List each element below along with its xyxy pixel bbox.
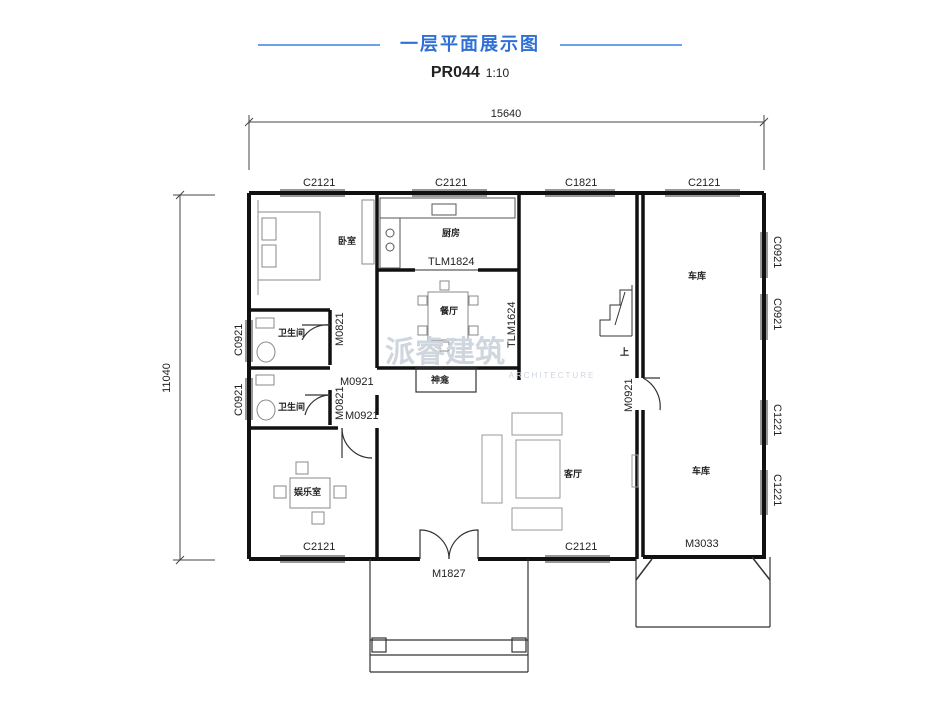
room-label-garage-1: 车库 [688, 270, 706, 282]
plan-scale: 1:10 [485, 66, 510, 80]
stairs [599, 285, 633, 337]
garage-apron [635, 556, 771, 628]
dimension-width-label: 15640 [491, 108, 522, 120]
plan-code: PR044 [430, 64, 480, 81]
dining-table [417, 280, 479, 352]
window-label-right-1: C0921 [771, 236, 783, 268]
door-label-m0921-a: M0921 [340, 376, 374, 388]
door-label-m0821-b: M0821 [334, 386, 346, 420]
window-label-top-2: C2121 [435, 177, 467, 189]
bedroom-bed [257, 199, 375, 295]
window-label-right-2: C0921 [771, 298, 783, 330]
room-label-shrine: 神龛 [431, 374, 450, 386]
room-label-garage-2: 车库 [692, 465, 710, 477]
living-sofa-set [481, 412, 639, 531]
room-label-entertainment: 娱乐室 [294, 486, 321, 498]
stairs-up-label: 上 [620, 346, 629, 358]
door-label-tlm1624: TLM1624 [506, 302, 518, 348]
door-swings [301, 269, 661, 560]
window-label-right-4: C1221 [771, 474, 783, 506]
window-label-bottom-1: C2121 [303, 541, 335, 553]
outer-walls [247, 191, 766, 561]
interior-walls [249, 193, 645, 559]
window-label-right-3: C1221 [771, 404, 783, 436]
room-label-living: 客厅 [563, 468, 582, 480]
window-label-top-4: C2121 [688, 177, 720, 189]
page-title: 一层平面展示图 [400, 34, 540, 55]
door-label-m1827: M1827 [432, 568, 466, 580]
front-porch [369, 559, 529, 673]
window-label-left-1: C0921 [233, 324, 245, 356]
bathroom-fixtures [255, 317, 276, 421]
dimension-height-label: 11040 [161, 363, 173, 393]
door-label-m3033: M3033 [685, 538, 719, 550]
header-decoration-right [560, 44, 682, 46]
window-label-top-1: C2121 [303, 177, 335, 189]
room-label-bath-1: 卫生间 [278, 327, 305, 339]
shrine-cabinet [415, 367, 477, 393]
dimension-height [173, 190, 215, 565]
window-label-top-3: C1821 [565, 177, 597, 189]
window-marks [245, 189, 768, 563]
kitchen-counter [379, 197, 516, 269]
door-label-tlm1824: TLM1824 [428, 256, 474, 268]
room-label-dining: 餐厅 [439, 305, 458, 317]
door-label-m0921-c: M0921 [623, 378, 635, 412]
room-label-bath-2: 卫生间 [278, 401, 305, 413]
header-decoration-left [258, 44, 380, 46]
window-label-bottom-2: C2121 [565, 541, 597, 553]
room-label-bedroom: 卧室 [338, 235, 356, 247]
door-label-m0821-a: M0821 [334, 312, 346, 346]
plan-code-line: PR044 1:10 [0, 64, 940, 82]
dimension-width [244, 115, 769, 170]
door-label-m0921-b: M0921 [345, 410, 379, 422]
window-label-left-2: C0921 [233, 384, 245, 416]
watermark-brand: 派睿建筑 [385, 335, 505, 370]
watermark-sub: ARCHITECTURE [509, 371, 596, 380]
room-label-kitchen: 厨房 [442, 227, 460, 239]
entertainment-table [273, 461, 347, 525]
